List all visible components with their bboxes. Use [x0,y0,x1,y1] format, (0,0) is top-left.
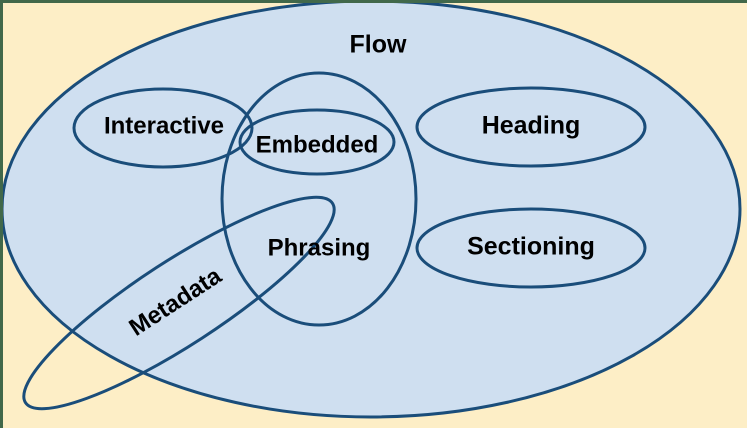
set-ellipse-metadata[interactable] [3,168,356,428]
frame-edge-left [0,0,3,428]
set-label-heading: Heading [482,112,581,140]
set-ellipse-sectioning[interactable] [415,207,647,289]
frame-edge-top [0,0,747,3]
set-label-phrasing: Phrasing [268,234,371,261]
set-ellipse-flow[interactable] [0,0,742,419]
set-label-flow: Flow [350,31,407,59]
set-label-embedded: Embedded [256,131,379,158]
set-label-sectioning: Sectioning [467,233,595,261]
set-ellipse-interactive[interactable] [72,87,254,169]
set-ellipse-heading[interactable] [415,86,647,168]
set-ellipse-phrasing[interactable] [220,71,418,327]
set-ellipse-embedded[interactable] [238,108,396,176]
set-label-interactive: Interactive [104,112,224,139]
